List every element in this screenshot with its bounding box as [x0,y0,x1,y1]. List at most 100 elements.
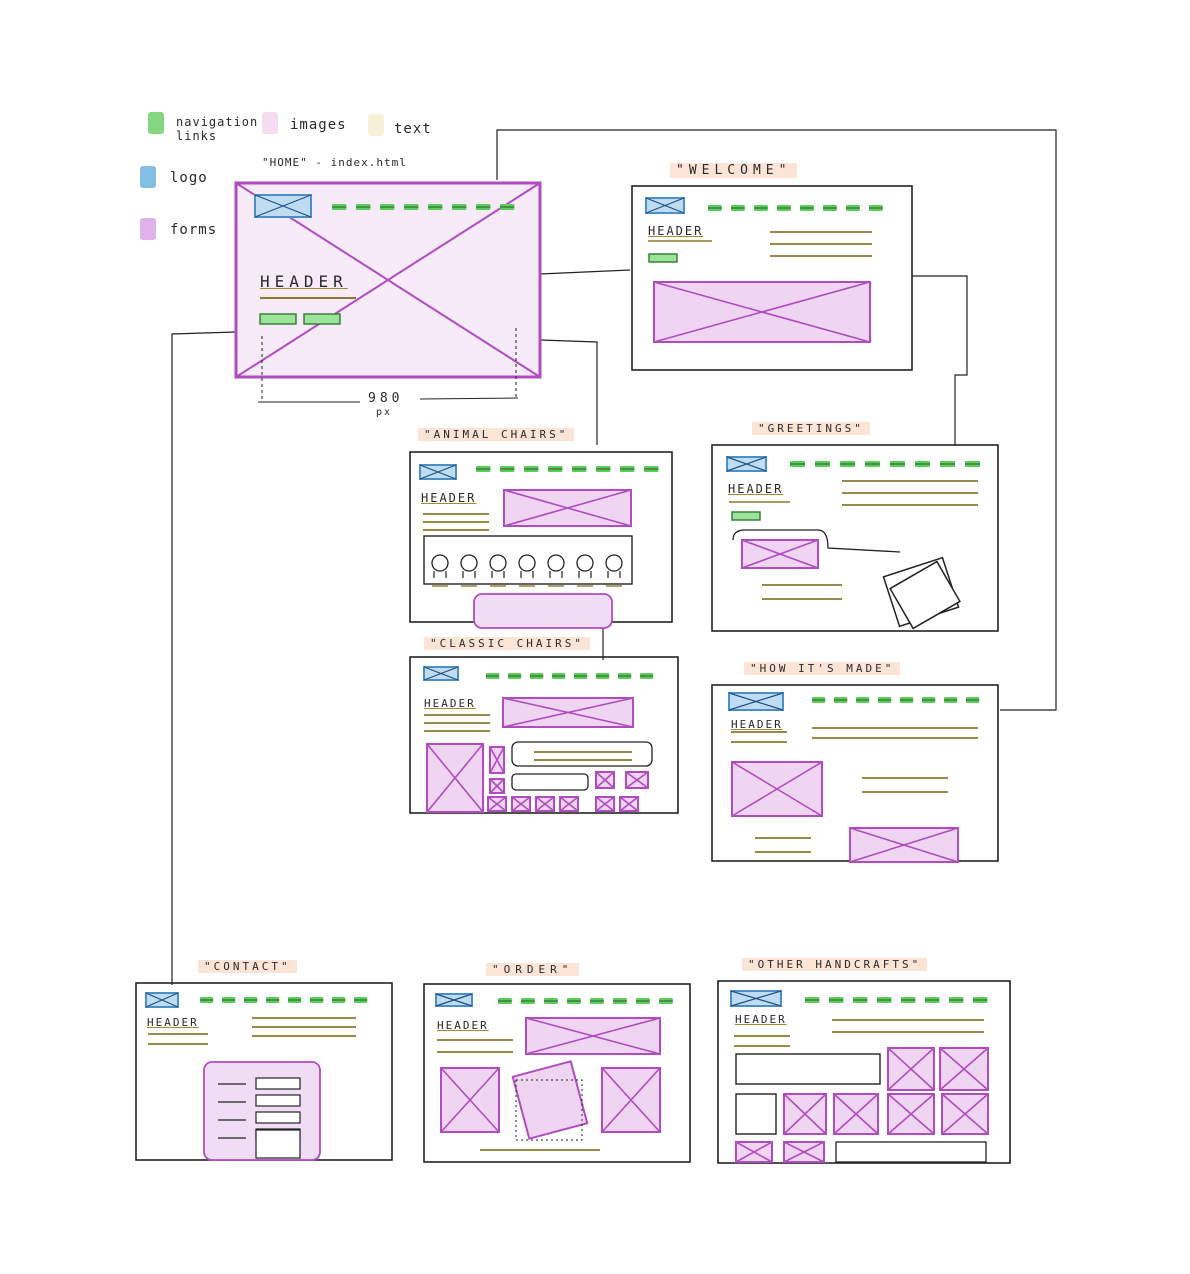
animal-header: HEADER [421,491,477,505]
animal-image-x2 [503,489,632,527]
connector-welcome-greetings [912,275,968,445]
contact-form-field-1 [255,1094,301,1107]
page-title-animal: "ANIMAL CHAIRS" [418,428,575,441]
order-frame [423,983,691,1163]
classic-quote [511,741,653,767]
order-logo-x2 [435,993,473,1007]
welcome-logo-x2 [645,197,685,214]
legend-label-images: images [290,117,347,133]
greetings-quote-box [732,529,901,553]
page-title-contact: "CONTACT" [198,960,297,973]
animal-logo-x2 [419,464,457,480]
other-img-3-x2 [783,1093,827,1135]
contact-header: HEADER [147,1016,199,1029]
order-product-1-x2 [440,1067,500,1133]
welcome-header: HEADER [648,224,704,238]
animal-gallery [423,535,633,585]
other-header: HEADER [735,1013,787,1026]
classic-image-x2 [502,697,634,728]
other-img-7-x2 [735,1141,773,1163]
legend-label-forms: forms [170,222,218,238]
classic-caption [511,773,589,791]
contact-form-field-2 [255,1111,301,1124]
other-unknown-box [735,1093,777,1135]
classic-thumb-row-3-x2 [559,796,579,812]
greetings-image-x2 [741,539,819,569]
legend-swatch-logo [140,166,156,188]
page-title-howmade: "HOW IT'S MADE" [744,662,901,675]
classic-thumb-row-2-x2 [535,796,555,812]
classic-main-image-x2 [426,743,484,813]
other-img-5-x2 [887,1093,935,1135]
legend-swatch-nav [148,112,164,134]
page-title-welcome: "WELCOME" [670,163,798,178]
legend-swatch-text [368,114,384,136]
classic-thumb-3-x2 [595,771,615,789]
legend-label-nav: navigation links [176,115,259,143]
order-product-2 [511,1060,589,1140]
page-title-classic: "CLASSIC CHAIRS" [424,637,590,650]
legend-label-text: text [394,121,432,137]
page-title-greetings: "GREETINGS" [752,422,870,435]
order-image-x2 [525,1017,661,1055]
legend-label-logo: logo [170,170,208,186]
animal-chair-icon-3 [518,554,536,572]
connector-home-welcome [539,269,631,275]
home-logo-x2 [254,194,312,218]
other-logo-x2 [730,990,782,1007]
home-button-1 [259,313,297,325]
greetings-button [731,511,761,521]
page-title-other: "OTHER HANDCRAFTS" [742,958,928,971]
greetings-frame [711,444,999,632]
greetings-card-front [889,560,961,630]
page-title-order: "ORDER" [486,963,580,976]
other-img-1-x2 [887,1047,935,1091]
other-img-4-x2 [833,1093,879,1135]
order-product-2-selection [515,1079,583,1141]
greetings-logo-x2 [726,456,767,472]
animal-chair-icon-6 [605,554,623,572]
welcome-frame [631,185,913,371]
classic-thumb-4-x2 [625,771,649,789]
connector-home-contact [171,331,237,985]
greetings-header: HEADER [728,482,784,496]
wireframe-frames [135,181,1011,1164]
classic-thumb-row-5-x2 [619,796,639,812]
welcome-button [648,253,678,263]
connector-home-howmade [496,129,1057,711]
contact-form-message [255,1129,301,1159]
other-img-6-x2 [941,1093,989,1135]
animal-chair-icon-1 [460,554,478,572]
legend-swatch-forms [140,218,156,240]
howmade-logo-x2 [728,692,784,711]
home-button-2 [303,313,341,325]
classic-logo-x2 [423,666,459,681]
classic-thumb-1-x2 [489,746,505,774]
classic-thumb-2-x2 [489,778,505,794]
order-product-3-x2 [601,1067,661,1133]
animal-chair-icon-5 [576,554,594,572]
other-footer-box [835,1141,987,1163]
classic-thumb-row-1-x2 [511,796,531,812]
howmade-header: HEADER [731,718,783,731]
contact-logo-x2 [145,992,179,1008]
howmade-image-1-x2 [731,761,823,817]
width-dimension-unit: px [376,407,393,418]
animal-chair-icon-2 [489,554,507,572]
contact-form-field-0 [255,1077,301,1090]
classic-header: HEADER [424,697,476,710]
animal-chair-icon-0 [431,554,449,572]
home-image-x2 [235,182,541,378]
welcome-image-x2 [653,281,871,343]
legend-swatch-images [262,112,278,134]
width-dimension-label: 980 [368,391,404,406]
other-img-2-x2 [939,1047,989,1091]
animal-chair-icon-4 [547,554,565,572]
other-img-8-x2 [783,1141,825,1163]
other-banner [735,1053,881,1085]
classic-frame [409,656,679,814]
howmade-image-2-x2 [849,827,959,863]
animal-form [473,593,613,629]
classic-thumb-row-0-x2 [487,796,507,812]
